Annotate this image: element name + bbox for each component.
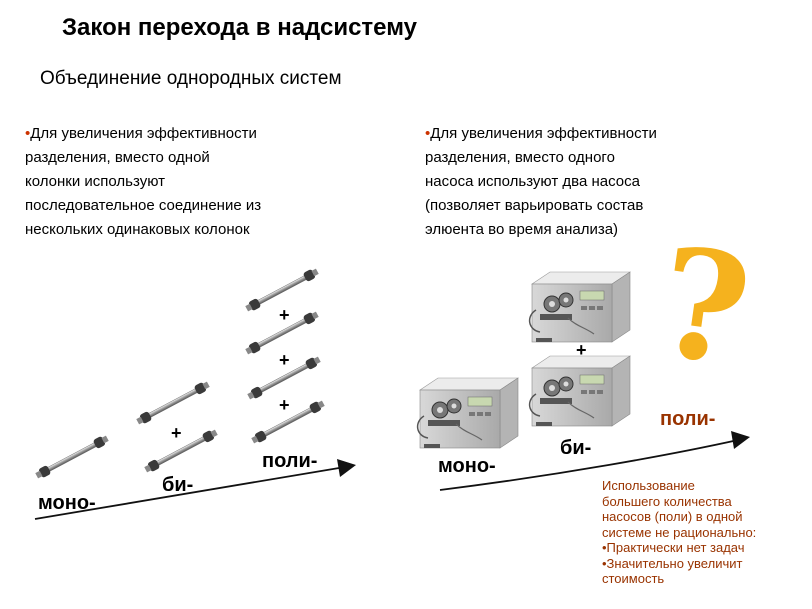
page-subtitle: Объединение однородных систем bbox=[40, 68, 342, 89]
note-line: системе не рационально: bbox=[602, 524, 757, 540]
text-line: (позволяет варьировать состав bbox=[425, 197, 644, 214]
right-arrow bbox=[439, 431, 750, 491]
plus-sign: + bbox=[279, 305, 290, 325]
bullet-mark: • bbox=[425, 125, 431, 142]
text-line: разделения, вместо одного bbox=[425, 149, 615, 166]
text-line: •Для увеличения эффективности bbox=[425, 125, 657, 142]
left-description: •Для увеличения эффективности разделения… bbox=[25, 122, 261, 242]
note-line: большего количества bbox=[602, 493, 732, 509]
plus-sign: + bbox=[279, 350, 290, 370]
plus-sign: + bbox=[171, 423, 182, 443]
text-line: колонки используют bbox=[25, 173, 165, 190]
plus-sign: + bbox=[576, 340, 587, 360]
pump-icon bbox=[528, 355, 631, 427]
text-line: •Для увеличения эффективности bbox=[25, 125, 257, 142]
label-bi-left: би- bbox=[162, 474, 194, 496]
text-line: нескольких одинаковых колонок bbox=[25, 221, 250, 238]
note-line: •Значительно увеличит bbox=[602, 555, 743, 571]
note-line: Использование bbox=[602, 478, 695, 493]
text-line: последовательное соединение из bbox=[25, 197, 262, 214]
note-line: насосов (поли) в одной bbox=[602, 509, 743, 524]
column-icon bbox=[134, 379, 212, 427]
right-description: •Для увеличения эффективности разделения… bbox=[425, 122, 657, 242]
note-box: Использование большего количества насосо… bbox=[602, 478, 802, 587]
label-bi-right: би- bbox=[560, 437, 592, 459]
label-poly-right: поли- bbox=[660, 408, 716, 430]
bullet-mark: • bbox=[25, 125, 31, 142]
note-line: стоимость bbox=[602, 571, 665, 586]
label-mono-right: моно- bbox=[438, 455, 496, 477]
column-icon bbox=[33, 433, 111, 481]
page-title: Закон перехода в надсистему bbox=[62, 14, 417, 41]
pump-icon bbox=[528, 271, 631, 343]
note-line: •Практически нет задач bbox=[602, 540, 745, 555]
text-line: разделения, вместо одной bbox=[25, 149, 210, 166]
label-poly-left: поли- bbox=[262, 450, 318, 472]
plus-sign: + bbox=[279, 395, 290, 415]
left-arrow bbox=[34, 459, 356, 520]
pump-icon bbox=[416, 377, 519, 449]
label-mono-left: моно- bbox=[38, 492, 96, 514]
text-line: элюента во время анализа) bbox=[425, 221, 619, 238]
text-line: насоса используют два насоса bbox=[425, 173, 640, 190]
